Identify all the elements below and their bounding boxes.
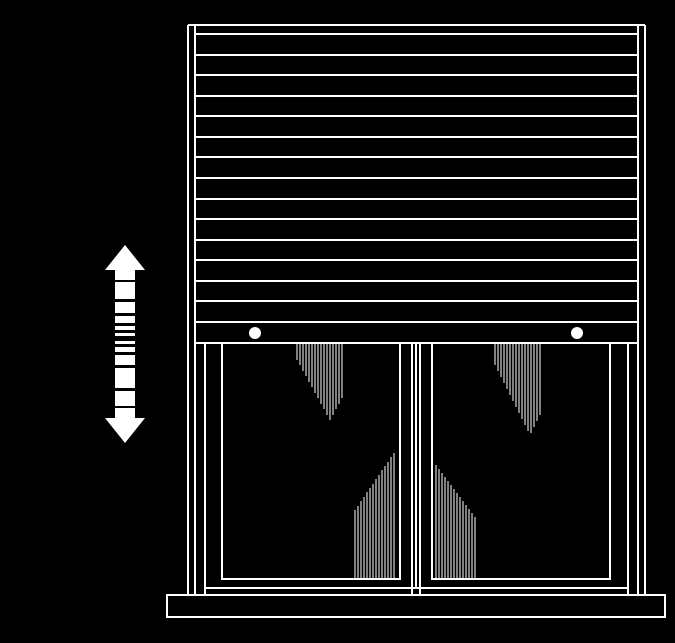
rail-bolt-left (249, 327, 261, 339)
rail-bolt-right (571, 327, 583, 339)
window-sill (166, 587, 666, 618)
roller-shutter-slats (195, 33, 638, 302)
arrow-shaft (115, 282, 135, 406)
arrow-head-up (105, 245, 145, 280)
double-vertical-arrow-icon (105, 245, 145, 443)
shutter-bottom-rail (194, 321, 639, 344)
center-mullion (411, 343, 421, 595)
glass-reflection-hatching (296, 344, 541, 578)
window-pane-left (204, 342, 417, 589)
arrow-head-down (105, 408, 145, 443)
